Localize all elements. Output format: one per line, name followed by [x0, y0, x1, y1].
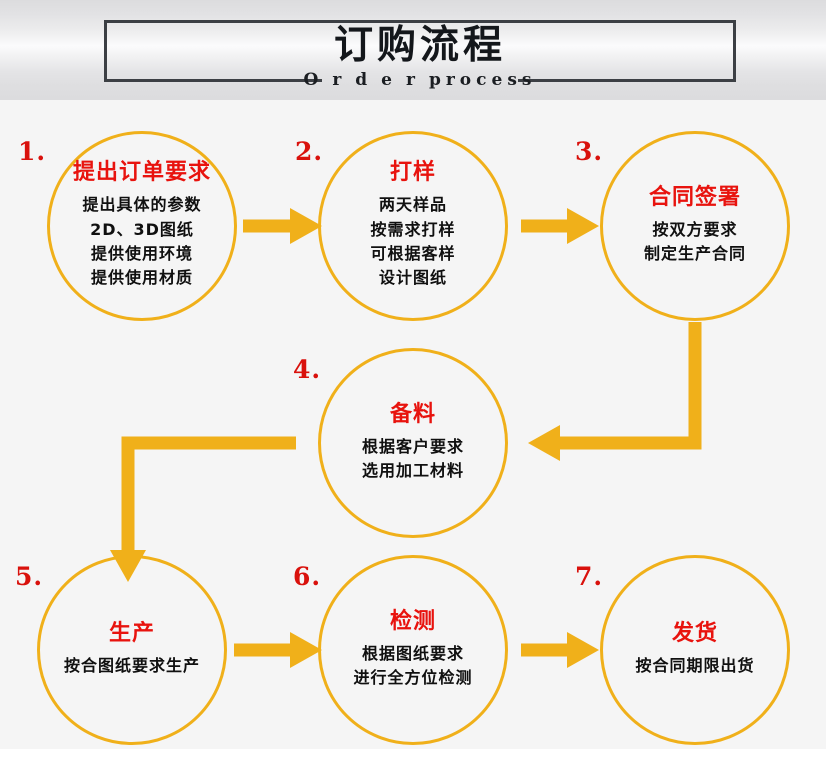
step-number-2: 2. — [295, 137, 324, 166]
step-title-4: 备料 — [389, 401, 436, 427]
step-body-7: 按合同期限出货 — [635, 654, 754, 678]
step-number-5: 5. — [15, 562, 44, 591]
step-title-2: 打样 — [389, 160, 436, 186]
step-body-5: 按合图纸要求生产 — [64, 654, 200, 678]
step-body-4: 根据客户要求 选用加工材料 — [362, 435, 464, 484]
step-body-6: 根据图纸要求 进行全方位检测 — [353, 642, 472, 691]
step-body-line: 制定生产合同 — [643, 244, 746, 264]
step-body-2: 两天样品 按需求打样 可根据客样 设计图纸 — [370, 193, 455, 290]
connector-6-to-7 — [521, 632, 599, 668]
connector-3-to-4 — [528, 322, 702, 461]
step-body-line: 按合同期限出货 — [635, 655, 755, 675]
step-body-line: 提出具体的参数 — [82, 195, 202, 215]
step-node-7[interactable]: 发货 按合同期限出货 — [600, 555, 790, 745]
step-node-1[interactable]: 提出订单要求 提出具体的参数 2D、3D图纸 提供使用环境 提供使用材质 — [47, 131, 237, 321]
step-body-line: 进行全方位检测 — [353, 668, 473, 688]
step-body-1: 提出具体的参数 2D、3D图纸 提供使用环境 提供使用材质 — [82, 193, 201, 290]
step-title-1: 提出订单要求 — [72, 160, 211, 186]
step-body-line: 根据客户要求 — [361, 436, 464, 456]
step-number-4: 4. — [293, 355, 322, 384]
frame-border-left — [104, 20, 107, 82]
connector-2-to-3 — [521, 208, 599, 244]
frame-border-right — [733, 20, 736, 82]
page-title: 订购流程 — [333, 23, 506, 68]
step-body-line: 按合图纸要求生产 — [63, 655, 200, 675]
connector-1-to-2 — [243, 208, 322, 244]
step-number-6: 6. — [293, 562, 322, 591]
header-banner: 订购流程 Orderprocess — [0, 0, 826, 100]
bottom-white-strip — [0, 749, 826, 767]
step-node-2[interactable]: 打样 两天样品 按需求打样 可根据客样 设计图纸 — [318, 131, 508, 321]
step-body-line: 按需求打样 — [370, 219, 456, 239]
frame-border-bottom-left — [104, 79, 322, 82]
connector-5-to-6 — [234, 632, 322, 668]
step-node-3[interactable]: 合同签署 按双方要求 制定生产合同 — [600, 131, 790, 321]
frame-border-bottom-right — [518, 79, 736, 82]
step-body-line: 设计图纸 — [378, 268, 447, 288]
step-body-line: 选用加工材料 — [361, 461, 464, 481]
header-title-frame: 订购流程 Orderprocess — [104, 20, 736, 90]
step-number-3: 3. — [575, 137, 604, 166]
step-body-line: 两天样品 — [378, 195, 447, 215]
step-body-3: 按双方要求 制定生产合同 — [644, 218, 746, 267]
step-body-line: 提供使用材质 — [90, 268, 193, 288]
page-subtitle: Orderprocess — [104, 70, 736, 90]
step-body-line: 根据图纸要求 — [361, 643, 464, 663]
step-title-6: 检测 — [389, 608, 436, 634]
step-body-line: 提供使用环境 — [90, 244, 193, 264]
step-number-1: 1. — [18, 137, 47, 166]
frame-border-top — [104, 20, 736, 23]
step-node-6[interactable]: 检测 根据图纸要求 进行全方位检测 — [318, 555, 508, 745]
page-subtitle-word-2: process — [428, 70, 537, 90]
step-title-7: 发货 — [671, 620, 718, 646]
step-title-5: 生产 — [108, 620, 155, 646]
page-subtitle-word-1: Order — [303, 70, 429, 90]
step-node-4[interactable]: 备料 根据客户要求 选用加工材料 — [318, 348, 508, 538]
step-body-line: 可根据客样 — [370, 244, 456, 264]
step-title-3: 合同签署 — [648, 184, 741, 210]
step-node-5[interactable]: 生产 按合图纸要求生产 — [37, 555, 227, 745]
step-body-line: 2D、3D图纸 — [90, 219, 194, 239]
step-number-7: 7. — [575, 562, 604, 591]
step-body-line: 按双方要求 — [652, 219, 738, 239]
